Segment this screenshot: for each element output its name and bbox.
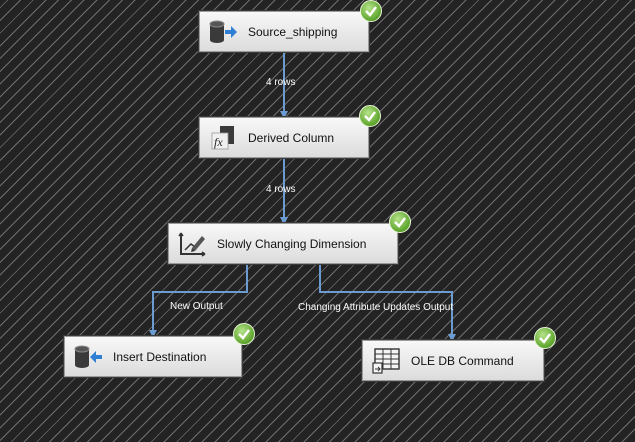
db-source-icon <box>208 19 238 45</box>
component-label: Slowly Changing Dimension <box>217 236 367 251</box>
success-check-icon <box>389 211 411 233</box>
success-check-icon <box>359 105 381 127</box>
success-check-icon <box>360 0 382 22</box>
component-derived-column[interactable]: fx Derived Column <box>199 117 369 158</box>
component-label: Source_shipping <box>248 24 338 39</box>
db-destination-icon <box>73 344 103 370</box>
path-label-derived-to-scd: 4 rows <box>266 184 296 195</box>
chart-pencil-icon <box>177 231 207 257</box>
component-label: Insert Destination <box>113 349 207 364</box>
path-new-output[interactable] <box>149 265 248 338</box>
svg-text:fx: fx <box>214 135 223 149</box>
table-command-icon <box>371 347 401 374</box>
component-label: Derived Column <box>248 130 335 145</box>
path-changing-output[interactable] <box>319 265 456 342</box>
component-ole-db-command[interactable]: OLE DB Command <box>362 340 544 381</box>
component-label: OLE DB Command <box>411 353 514 368</box>
component-source-shipping[interactable]: Source_shipping <box>199 11 369 52</box>
success-check-icon <box>534 327 556 349</box>
path-label-source-to-derived: 4 rows <box>266 77 296 88</box>
path-label-new-output: New Output <box>170 301 223 312</box>
fx-icon: fx <box>208 125 238 151</box>
success-check-icon <box>233 323 255 345</box>
component-insert-destination[interactable]: Insert Destination <box>64 336 242 377</box>
path-label-changing-output: Changing Attribute Updates Output <box>298 302 454 313</box>
component-slowly-changing-dimension[interactable]: Slowly Changing Dimension <box>168 223 398 264</box>
